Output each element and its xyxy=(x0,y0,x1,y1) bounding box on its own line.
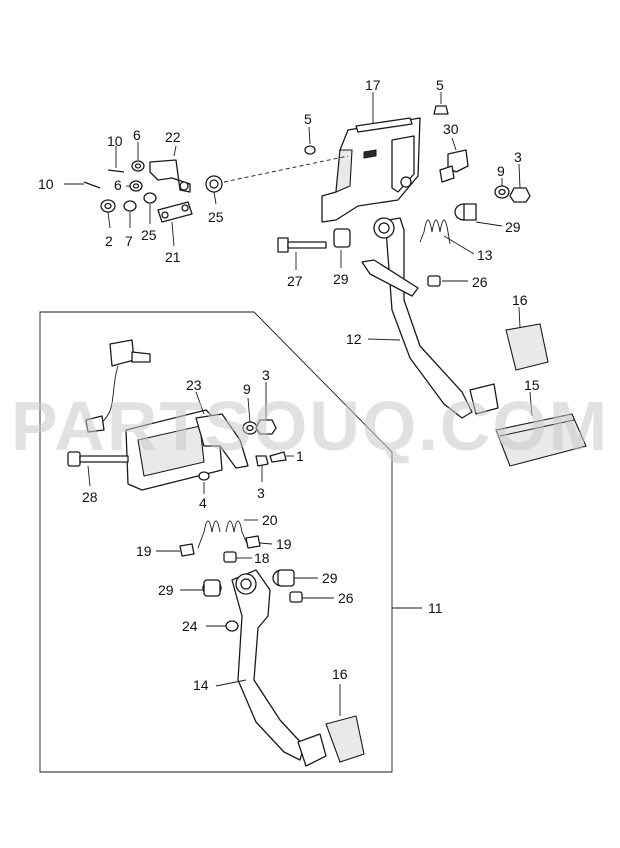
callout-6-a: 6 xyxy=(133,127,141,143)
callout-17: 17 xyxy=(365,77,381,93)
callout-5-left: 5 xyxy=(304,111,312,127)
nut-24 xyxy=(206,620,239,632)
callout-19-right: 19 xyxy=(276,536,292,552)
pin-10-a xyxy=(107,146,125,173)
callout-3-mid: 3 xyxy=(257,485,265,501)
nut-4 xyxy=(198,471,210,494)
callout-29-center: 29 xyxy=(333,271,349,287)
watermark-logo: PARTSOUQ.COM xyxy=(11,387,609,465)
bushing-29-lower-left xyxy=(180,579,222,597)
bolt-26-upper xyxy=(427,275,468,287)
callout-28: 28 xyxy=(82,489,98,505)
assembly-outline xyxy=(39,311,393,773)
pedal-pad-16-lower xyxy=(325,684,365,763)
washer-6-a xyxy=(131,142,145,172)
nut-5-left xyxy=(304,126,316,155)
callout-3-right: 3 xyxy=(514,149,522,165)
callout-19-left: 19 xyxy=(136,543,152,559)
pedal-pad-12 xyxy=(469,383,499,415)
bolt-28 xyxy=(67,451,129,487)
pedal-pad-15 xyxy=(495,391,587,467)
callout-25-b: 25 xyxy=(208,209,224,225)
washer-9-lower xyxy=(242,397,258,435)
washer-2 xyxy=(100,199,116,229)
callout-26-upper: 26 xyxy=(472,274,488,290)
callout-2: 2 xyxy=(105,233,113,249)
washer-9-right xyxy=(494,178,510,199)
callout-6-b: 6 xyxy=(114,177,122,193)
callout-1: 1 xyxy=(296,448,304,464)
pin-10-b xyxy=(64,181,101,189)
bushing-29-lower-right xyxy=(272,569,318,587)
callout-16-lower: 16 xyxy=(332,666,348,682)
bolt-26-lower xyxy=(289,591,334,603)
callout-21: 21 xyxy=(165,249,181,265)
pedal-arm-12 xyxy=(361,217,473,419)
washer-6-b xyxy=(126,180,143,192)
pedal-bracket-17 xyxy=(321,92,421,223)
switch-connector xyxy=(85,339,151,433)
bolt-1 xyxy=(269,451,294,463)
callout-9-lower: 9 xyxy=(243,381,251,397)
callout-3-lower: 3 xyxy=(262,367,270,383)
bushing-29-right xyxy=(454,203,503,227)
callout-13: 13 xyxy=(477,247,493,263)
bushing-25-a xyxy=(143,192,157,224)
bushing-19-left xyxy=(156,543,195,557)
callout-29-right: 29 xyxy=(505,219,521,235)
return-spring-13 xyxy=(419,219,475,255)
alignment-dash xyxy=(223,155,349,183)
clevis-22 xyxy=(149,145,191,193)
callout-22: 22 xyxy=(165,129,181,145)
callout-12: 12 xyxy=(346,331,362,347)
callout-24: 24 xyxy=(182,618,198,634)
link-plate-21 xyxy=(157,201,193,247)
stop-lamp-switch-30 xyxy=(439,137,469,183)
callout-26-lower: 26 xyxy=(338,590,354,606)
callout-7: 7 xyxy=(125,233,133,249)
bushing-29-center xyxy=(333,228,351,268)
callout-23: 23 xyxy=(186,377,202,393)
callout-4: 4 xyxy=(199,495,207,511)
callout-16-upper: 16 xyxy=(512,292,528,308)
nut-3-mid xyxy=(255,455,269,482)
bushing-19-right xyxy=(245,535,273,549)
bracket-23 xyxy=(125,391,249,491)
nut-5-top xyxy=(433,92,449,115)
callout-29-lower-right: 29 xyxy=(322,570,338,586)
callout-29-lower-left: 29 xyxy=(158,582,174,598)
callout-10-b: 10 xyxy=(38,176,54,192)
pedal-pad-16-upper xyxy=(505,306,549,371)
callout-11: 11 xyxy=(428,600,443,616)
washer-7 xyxy=(123,200,137,228)
callout-15: 15 xyxy=(524,377,540,393)
callout-9-right: 9 xyxy=(497,163,505,179)
callout-10-a: 10 xyxy=(107,133,123,149)
bushing-18 xyxy=(223,551,252,563)
callout-5-top: 5 xyxy=(436,77,444,93)
callout-14: 14 xyxy=(193,677,209,693)
callout-18: 18 xyxy=(254,550,270,566)
callout-27: 27 xyxy=(287,273,303,289)
callout-30: 30 xyxy=(443,121,459,137)
callout-20: 20 xyxy=(262,512,278,528)
nut-3-right xyxy=(509,163,531,203)
pedal-arm-14 xyxy=(215,569,327,767)
nut-3-lower xyxy=(255,382,277,435)
bushing-25-b xyxy=(205,175,223,205)
callout-25-a: 25 xyxy=(141,227,157,243)
bolt-27 xyxy=(277,237,327,270)
